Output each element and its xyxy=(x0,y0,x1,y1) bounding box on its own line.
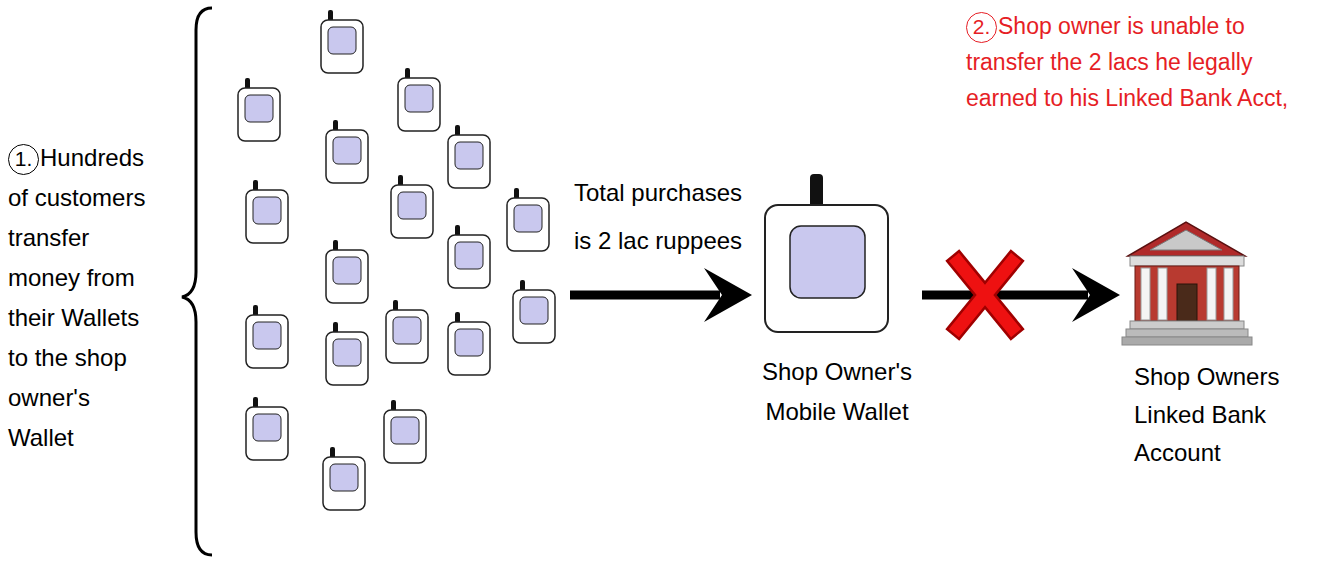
phone-icon xyxy=(321,10,363,73)
phone-icon xyxy=(323,447,365,510)
curly-brace xyxy=(182,8,212,555)
blocked-cross xyxy=(958,262,1012,328)
phone-icon xyxy=(246,305,288,368)
phone-icon xyxy=(246,180,288,243)
phone-icon xyxy=(386,300,428,363)
arrow-head xyxy=(704,268,752,322)
phone-icon xyxy=(326,120,368,183)
phone-icon xyxy=(391,175,433,238)
phone-icon xyxy=(238,78,280,141)
arrow-shaft xyxy=(922,291,1088,300)
arrow-head xyxy=(1072,268,1120,322)
phone-icon xyxy=(448,312,490,375)
callout-number: 1. xyxy=(8,144,39,175)
node-label: Hundreds of customers transfer money fro… xyxy=(8,144,145,451)
phone-icon xyxy=(513,280,555,343)
phone-icon xyxy=(398,68,440,131)
edge-label: Total purchases is 2 lac ruppees xyxy=(574,169,764,265)
phone-icon xyxy=(448,125,490,188)
phone-icon xyxy=(448,225,490,288)
arrow-shaft xyxy=(570,291,720,300)
node-label: Shop Owners Linked Bank Account xyxy=(1134,363,1279,466)
warning-note: 2.Shop owner is unable to transfer the 2… xyxy=(966,8,1316,116)
flow-arrow xyxy=(570,268,752,322)
warning-text: Shop owner is unable to transfer the 2 l… xyxy=(966,13,1288,111)
callout-number: 2. xyxy=(966,12,997,43)
customer-phones xyxy=(238,10,555,510)
bank-building xyxy=(1122,222,1252,345)
node-text-block: 1.Hundreds of customers transfer money f… xyxy=(8,138,160,458)
node-text-block: Shop Owner's Mobile Wallet xyxy=(752,352,922,432)
phone-icon xyxy=(326,322,368,385)
customer-group: 1.Hundreds of customers transfer money f… xyxy=(0,0,570,562)
flow-arrow xyxy=(922,268,1120,322)
shop-phone xyxy=(765,174,888,332)
bank-account: Shop Owners Linked Bank Account xyxy=(1120,215,1315,472)
phone-icon xyxy=(246,397,288,460)
node-label: Shop Owner's Mobile Wallet xyxy=(762,358,912,425)
node-text-block: Shop Owners Linked Bank Account xyxy=(1120,358,1315,472)
shop-wallet: Shop Owner's Mobile Wallet xyxy=(752,170,922,432)
phone-icon xyxy=(326,240,368,303)
phone-icon xyxy=(384,400,426,463)
phone-icon xyxy=(507,188,549,251)
